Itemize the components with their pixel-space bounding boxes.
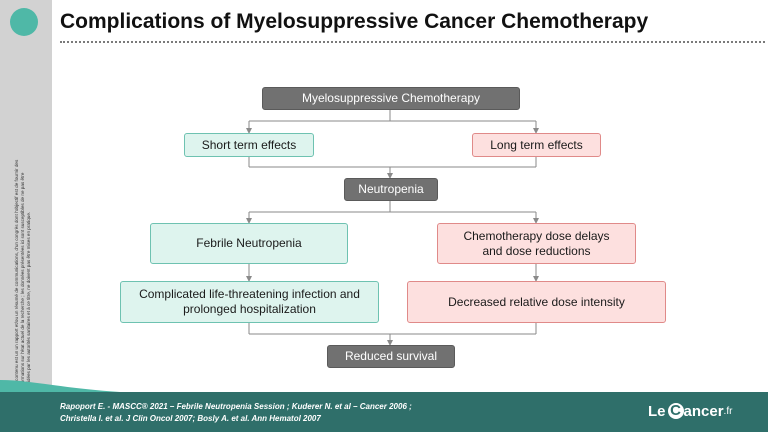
node-chemotherapy: Myelosuppressive Chemotherapy (262, 87, 520, 110)
references: Rapoport E. - MASCC® 2021 – Febrile Neut… (60, 401, 530, 425)
node-long-term-effects: Long term effects (472, 133, 601, 157)
title-divider (60, 41, 765, 43)
footer-band (0, 392, 768, 432)
lecancer-logo: Le C ancer .fr (648, 400, 732, 422)
logo-le: Le (648, 402, 666, 420)
node-complicated-infection: Complicated life-threatening infection a… (120, 281, 379, 323)
reference-line: Christella I. et al. J Clin Oncol 2007; … (60, 414, 321, 423)
node-short-term-effects: Short term effects (184, 133, 314, 157)
teal-circle-icon (10, 8, 38, 36)
slide-title: Complications of Myelosuppressive Cancer… (60, 10, 649, 33)
logo-ancer: ancer (683, 402, 724, 420)
node-neutropenia: Neutropenia (344, 178, 438, 201)
node-decreased-dose-intensity: Decreased relative dose intensity (407, 281, 666, 323)
node-dose-delays: Chemotherapy dose delays and dose reduct… (437, 223, 636, 264)
logo-c-circle: C (667, 403, 684, 419)
node-reduced-survival: Reduced survival (327, 345, 455, 368)
reference-line: Rapoport E. - MASCC® 2021 – Febrile Neut… (60, 402, 412, 411)
left-sidebar: Ce contenu est un un rapport et/ou un ré… (0, 0, 52, 392)
node-febrile-neutropenia: Febrile Neutropenia (150, 223, 348, 264)
logo-tld: .fr (723, 405, 733, 417)
